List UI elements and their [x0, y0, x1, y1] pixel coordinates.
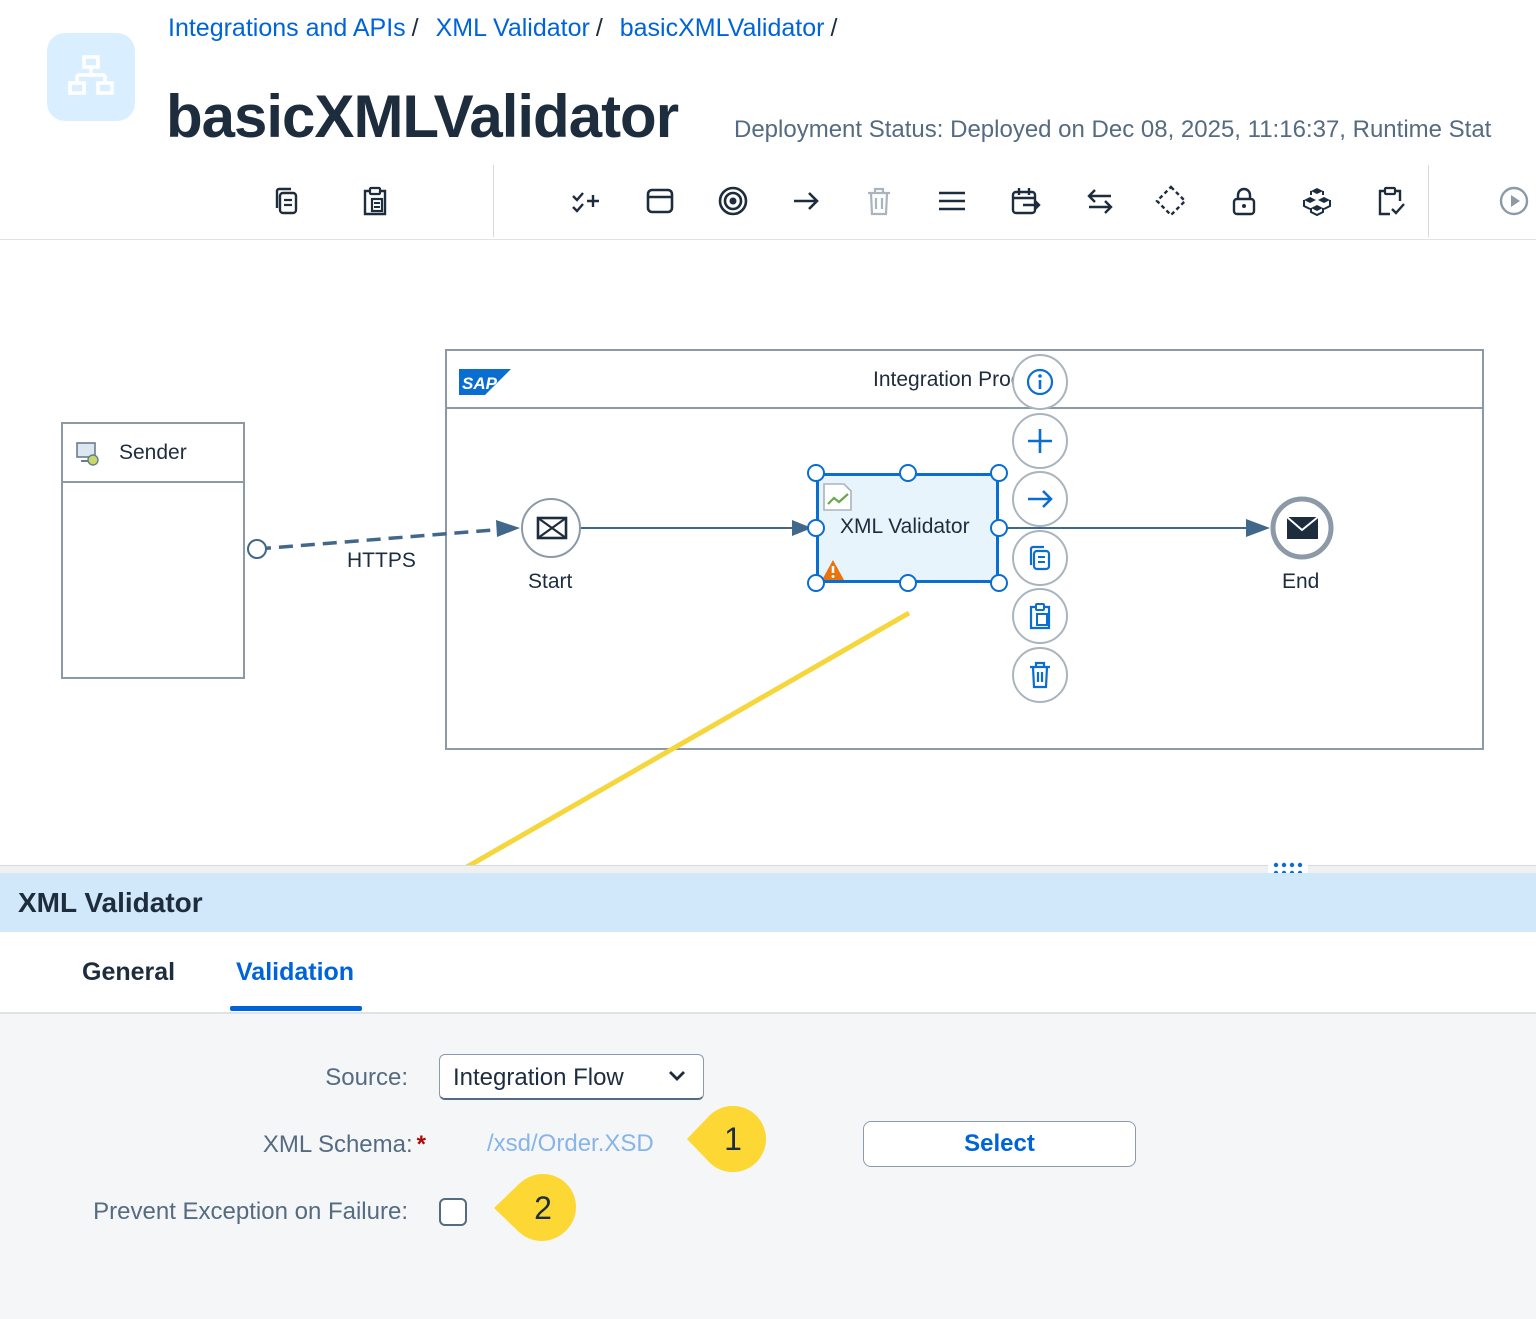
tab-bar: General Validation [0, 932, 1536, 1014]
resize-handle-right[interactable] [990, 519, 1008, 537]
copy-icon[interactable] [267, 181, 307, 221]
xml-schema-value[interactable]: /xsd/Order.XSD [487, 1130, 654, 1157]
hierarchy-icon [68, 55, 114, 95]
pool-title: Integration Process [873, 368, 1054, 391]
resize-handle-bottom[interactable] [899, 574, 917, 592]
svg-text:SAP: SAP [462, 374, 498, 393]
computer-icon [75, 441, 101, 472]
prevent-exception-checkbox[interactable] [439, 1198, 467, 1226]
paste-icon[interactable] [355, 181, 395, 221]
end-label: End [1282, 570, 1320, 593]
breadcrumb-separator: / [411, 14, 419, 42]
source-select-value: Integration Flow [453, 1064, 624, 1091]
xml-validator-label: XML Validator [840, 515, 970, 538]
add-icon[interactable] [1012, 413, 1068, 469]
warning-icon [821, 559, 845, 586]
source-label: Source: [325, 1064, 408, 1091]
check-add-icon[interactable] [566, 181, 606, 221]
menu-icon[interactable] [932, 181, 972, 221]
sender-header: Sender [63, 424, 243, 483]
sap-logo: SAP [459, 369, 511, 400]
tab-general[interactable]: General [82, 958, 176, 986]
swap-icon[interactable] [1080, 181, 1120, 221]
resize-handle-bottom-right[interactable] [990, 574, 1008, 592]
xml-schema-label-text: XML Schema: [262, 1131, 413, 1158]
breadcrumb-separator: / [830, 14, 838, 42]
start-label: Start [528, 570, 573, 593]
xml-schema-label: XML Schema:* [263, 1131, 426, 1159]
info-icon[interactable] [1012, 354, 1068, 410]
target-icon[interactable] [713, 181, 753, 221]
panel-title: XML Validator [18, 887, 203, 918]
panel-resize-bar[interactable] [0, 865, 1536, 874]
resize-handle-top-left[interactable] [807, 464, 825, 482]
clipboard-check-icon[interactable] [1370, 181, 1410, 221]
delete-icon [859, 181, 899, 221]
breadcrumb-xml-validator[interactable]: XML Validator [435, 14, 590, 42]
resize-handle-top[interactable] [899, 464, 917, 482]
window-icon[interactable] [640, 181, 680, 221]
chevron-down-icon [667, 1069, 687, 1088]
active-tab-indicator [230, 1006, 362, 1011]
property-panel-header: XML Validator [0, 873, 1536, 932]
source-select[interactable]: Integration Flow [439, 1054, 704, 1100]
resize-handle-left[interactable] [807, 519, 825, 537]
sender-label: Sender [119, 441, 187, 464]
breadcrumb: Integrations and APIs/ XML Validator/ ba… [168, 14, 847, 43]
calendar-icon[interactable] [1005, 181, 1045, 221]
select-button[interactable]: Select [863, 1121, 1136, 1167]
app-icon [47, 33, 135, 121]
validator-doc-icon [822, 482, 854, 517]
delete-icon[interactable] [1012, 647, 1068, 703]
resize-handle-top-right[interactable] [990, 464, 1008, 482]
prevent-exception-label: Prevent Exception on Failure: [93, 1198, 408, 1225]
required-indicator: * [416, 1131, 426, 1158]
play-icon[interactable] [1494, 181, 1534, 221]
connect-icon[interactable] [1012, 471, 1068, 527]
breadcrumb-basic-xml-validator[interactable]: basicXMLValidator [619, 14, 825, 42]
arrow-right-icon[interactable] [786, 181, 826, 221]
validation-form [0, 1014, 1536, 1319]
lock-icon[interactable] [1224, 181, 1264, 221]
breadcrumb-integrations-and-apis[interactable]: Integrations and APIs [168, 14, 406, 42]
paste-icon[interactable] [1012, 588, 1068, 644]
cubes-icon[interactable] [1297, 181, 1337, 221]
copy-icon[interactable] [1012, 530, 1068, 586]
resize-handle-bottom-left[interactable] [807, 574, 825, 592]
https-label: HTTPS [347, 549, 416, 572]
breadcrumb-separator: / [595, 14, 603, 42]
tab-validation[interactable]: Validation [236, 958, 355, 986]
pool-header: SAP Integration Process [447, 351, 1482, 409]
page-title: basicXMLValidator [166, 83, 679, 150]
deployment-status: Deployment Status: Deployed on Dec 08, 2… [734, 116, 1492, 143]
gateway-icon[interactable] [1151, 181, 1191, 221]
sender-participant[interactable]: Sender [61, 422, 245, 679]
toolbar [0, 165, 1536, 241]
